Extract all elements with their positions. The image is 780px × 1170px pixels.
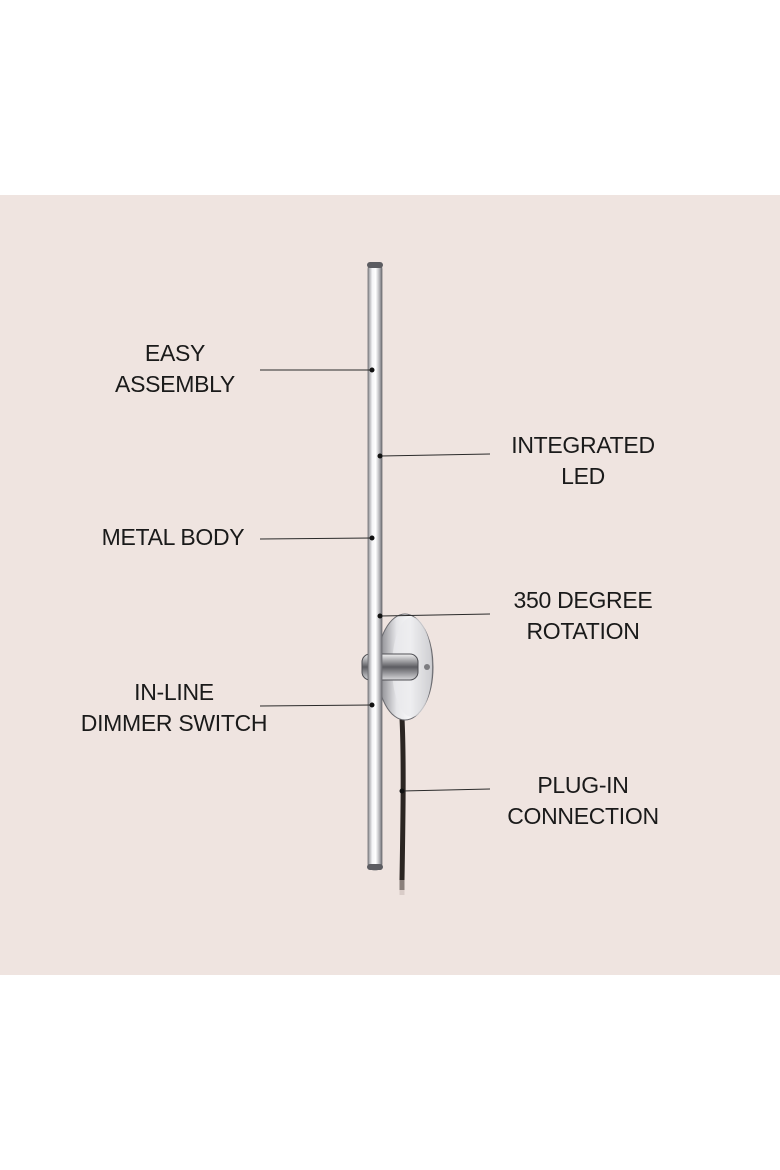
callout-line-rotation (379, 613, 491, 617)
rod-bottom-cap (367, 864, 383, 870)
callout-easy-assembly: EASY ASSEMBLY (100, 338, 250, 400)
callout-line-plug-in (401, 788, 491, 792)
set-screw (424, 664, 430, 670)
callout-rotation: 350 DEGREE ROTATION (496, 585, 670, 647)
callout-dot-metal-body (369, 535, 375, 541)
callout-dot-plug-in (399, 788, 405, 794)
callout-dot-dimmer (369, 702, 375, 708)
power-cord (399, 717, 406, 890)
callout-plug-in-line2: CONNECTION (507, 803, 659, 829)
callout-rotation-line1: 350 DEGREE (513, 587, 653, 613)
callout-dimmer-line1: IN-LINE (134, 679, 214, 705)
callout-metal-body-line1: METAL BODY (101, 524, 245, 550)
callout-rotation-line2: ROTATION (526, 618, 640, 644)
callout-plug-in: PLUG-IN CONNECTION (490, 770, 676, 832)
product-background-panel (0, 195, 780, 975)
callout-easy-assembly-line1: EASY (144, 340, 206, 366)
rod-top-cap (367, 262, 383, 268)
callout-plug-in-line1: PLUG-IN (537, 772, 629, 798)
callout-line-metal-body (259, 537, 373, 540)
callout-line-dimmer (259, 704, 373, 707)
callout-easy-assembly-line2: ASSEMBLY (115, 371, 235, 397)
callout-dot-rotation (377, 613, 383, 619)
callout-integrated-led-line2: LED (561, 463, 605, 489)
callout-integrated-led: INTEGRATED LED (496, 430, 670, 492)
callout-dimmer: IN-LINE DIMMER SWITCH (66, 677, 282, 739)
callout-dot-easy-assembly (369, 367, 375, 373)
led-rod (367, 262, 383, 871)
callout-metal-body: METAL BODY (86, 522, 260, 553)
callout-dimmer-line2: DIMMER SWITCH (80, 710, 268, 736)
callout-line-integrated-led (379, 453, 491, 457)
callout-dot-integrated-led (377, 453, 383, 459)
callout-integrated-led-line1: INTEGRATED (511, 432, 655, 458)
